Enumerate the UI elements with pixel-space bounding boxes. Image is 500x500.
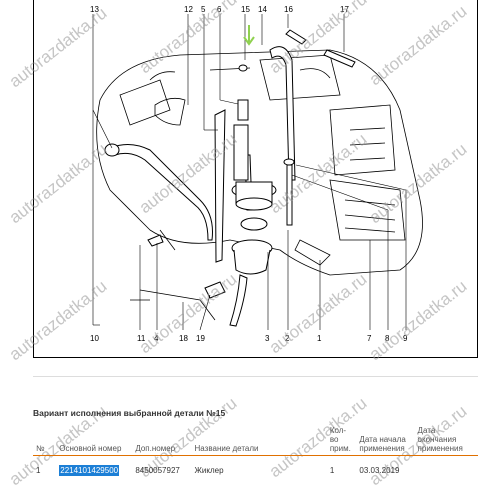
parts-diagram: 13 12 5 6 15 14 16 17 10 11 4 18 19 3 2 …	[90, 5, 423, 343]
cell-main-number[interactable]: 2214101429500	[56, 456, 132, 485]
callouts-top: 13 12 5 6 15 14 16 17	[90, 5, 349, 14]
col-header-date-start[interactable]: Дата начала применения	[356, 424, 415, 456]
col-header-date-end[interactable]: Дата окончания применения	[414, 424, 478, 456]
callout-16[interactable]: 16	[284, 5, 293, 14]
callout-4[interactable]: 4	[154, 334, 159, 343]
callout-14[interactable]: 14	[258, 5, 267, 14]
callout-6[interactable]: 6	[217, 5, 222, 14]
engine-drawing	[96, 49, 423, 321]
callout-1[interactable]: 1	[317, 334, 322, 343]
table-row[interactable]: 1 2214101429500 8450057927 Жиклер 1 03.0…	[33, 456, 478, 485]
divider	[33, 376, 478, 377]
callout-13[interactable]: 13	[90, 5, 99, 14]
callout-17[interactable]: 17	[340, 5, 349, 14]
callout-3[interactable]: 3	[265, 334, 270, 343]
selected-part-marker-icon	[243, 25, 255, 46]
callout-5[interactable]: 5	[201, 5, 206, 14]
main-number-link[interactable]: 2214101429500	[59, 464, 120, 476]
cell-add-number: 8450057927	[135, 465, 180, 475]
col-header-main-number[interactable]: Основной номер	[56, 424, 133, 456]
leader-lines	[92, 14, 407, 331]
callout-11[interactable]: 11	[137, 334, 146, 343]
section-caption: Вариант исполнения выбранной детали №15	[33, 408, 226, 418]
callout-18[interactable]: 18	[179, 334, 188, 343]
cell-date-start: 03.03.2019	[359, 465, 400, 475]
cell-no: 1	[36, 465, 41, 475]
col-header-add-number[interactable]: Доп.номер	[132, 424, 192, 456]
col-header-name[interactable]: Название детали	[191, 424, 327, 456]
cell-qty: 1	[329, 465, 335, 475]
col-header-qty[interactable]: Кол-во прим.	[326, 424, 357, 456]
callout-15[interactable]: 15	[241, 5, 250, 14]
callout-8[interactable]: 8	[385, 334, 390, 343]
parts-diagram-frame	[33, 0, 478, 358]
callout-2[interactable]: 2	[285, 334, 290, 343]
callout-12[interactable]: 12	[184, 5, 193, 14]
parts-table: № Основной номер Доп.номер Название дета…	[33, 424, 478, 484]
cell-name: Жиклер	[194, 465, 224, 475]
table-header-row: № Основной номер Доп.номер Название дета…	[33, 424, 478, 456]
callout-19[interactable]: 19	[196, 334, 205, 343]
callout-7[interactable]: 7	[367, 334, 372, 343]
callout-9[interactable]: 9	[403, 334, 408, 343]
col-header-no[interactable]: №	[33, 424, 57, 456]
callouts-bottom: 10 11 4 18 19 3 2 1 7 8 9	[90, 334, 408, 343]
callout-10[interactable]: 10	[90, 334, 99, 343]
parts-drawing	[104, 29, 356, 327]
cell-date-end	[415, 456, 478, 485]
